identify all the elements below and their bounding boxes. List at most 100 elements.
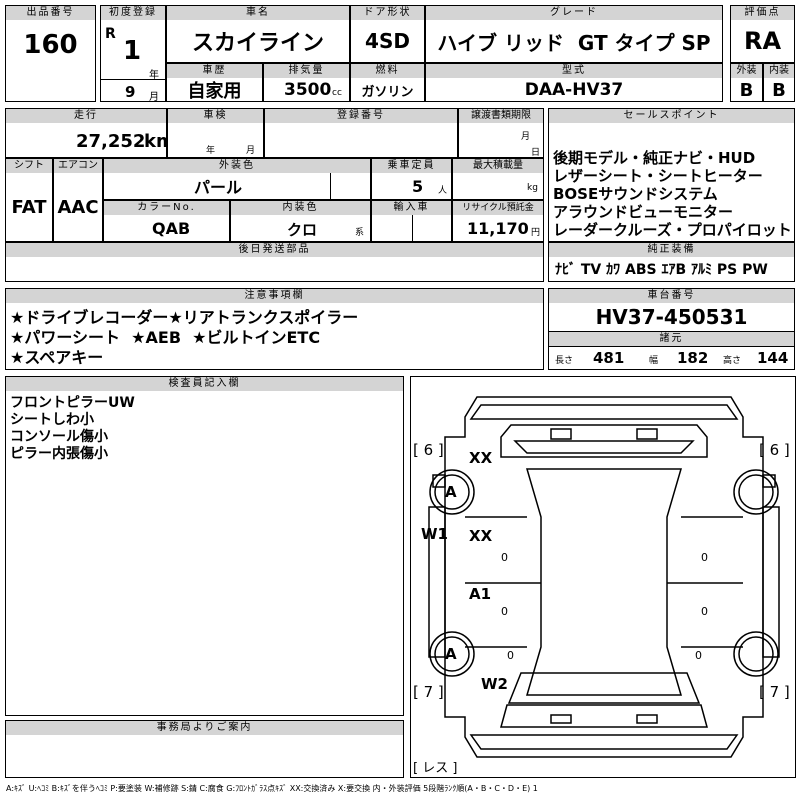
- sales-line: 後期モデル・純正ナビ・HUD: [553, 149, 756, 167]
- chassis-value: HV37-450531: [595, 305, 748, 329]
- int-label: 内装: [764, 64, 794, 78]
- inspection-year: 年: [206, 146, 216, 156]
- colorno-label: カラーNo.: [104, 201, 229, 215]
- rear-bumper: [469, 734, 739, 750]
- caution-cell: 注意事項欄 ★ドライブレコーダー★リアトランクスポイラー ★パワーシート ★AE…: [5, 288, 544, 370]
- wheel-rear-left: [429, 631, 475, 677]
- score-label: 評価点: [731, 6, 794, 20]
- equipment-value: ﾅﾋﾞ TV ｶﾜ ABS ｴｱB ｱﾙﾐ PS PW: [555, 262, 768, 278]
- lot-value: 160: [23, 30, 78, 60]
- history-label: 車歴: [167, 64, 262, 78]
- left-mirror: [432, 474, 446, 488]
- height-label: 高さ: [723, 356, 742, 366]
- shift-cell: シフト FAT: [5, 158, 53, 242]
- grade-value: ハイブ リッド GT タイプ SP: [437, 30, 711, 55]
- door-cell: ドア形状 4SD: [350, 5, 425, 63]
- roof: [526, 468, 682, 696]
- inspector-line: シートしわ小: [10, 412, 94, 428]
- regno-label: 登録番号: [265, 109, 457, 123]
- zero-mark: 0: [501, 551, 508, 564]
- door-label: ドア形状: [351, 6, 424, 20]
- inspection-label: 車検: [168, 109, 263, 123]
- equipment-cell: 純正装備 ﾅﾋﾞ TV ｶﾜ ABS ｴｱB ｱﾙﾐ PS PW: [548, 242, 795, 282]
- load-unit: kg: [527, 183, 538, 193]
- int-value: B: [772, 79, 786, 101]
- damage-mark: A: [445, 645, 457, 663]
- capacity-label: 乗車定員: [372, 159, 451, 173]
- era-value: R: [105, 26, 116, 42]
- dims-label: 諸元: [549, 331, 794, 347]
- load-cell: 最大積載量 kg: [452, 158, 544, 200]
- fuel-value: ガソリン: [361, 84, 414, 100]
- car-body-outline: [444, 396, 764, 758]
- office-label: 事務局よりご案内: [6, 721, 403, 735]
- inspector-label: 検査員記入欄: [6, 377, 403, 391]
- capacity-value: 5: [412, 177, 424, 196]
- score-cell: 評価点 RA: [730, 5, 795, 63]
- score-value: RA: [743, 27, 782, 55]
- reg-label: 初度登録: [101, 6, 165, 20]
- width-value: 182: [677, 349, 709, 367]
- interior-value: クロ: [287, 221, 318, 239]
- ext-label: 外装: [731, 64, 762, 78]
- displacement-label: 排気量: [264, 64, 349, 78]
- fuel-label: 燃料: [351, 64, 424, 78]
- zero-mark: 0: [701, 605, 708, 618]
- model-value: DAA-HV37: [524, 80, 624, 100]
- zero-mark: 0: [507, 649, 514, 662]
- left-side-panel: [428, 506, 446, 658]
- caution-line: ★ドライブレコーダー★リアトランクスポイラー: [10, 308, 359, 327]
- windshield: [513, 440, 695, 454]
- damage-mark: A1: [469, 585, 492, 603]
- displacement-cell: 排気量 3500 cc: [263, 63, 350, 102]
- fuel-cell: 燃料 ガソリン: [350, 63, 425, 102]
- history-value: 自家用: [187, 81, 242, 102]
- car-outline-svg: [428, 396, 780, 758]
- equipment-label: 純正装備: [549, 243, 794, 257]
- ac-value: AAC: [57, 196, 99, 218]
- tire-tread-rl: [ 7 ]: [413, 683, 444, 701]
- width-label: 幅: [649, 356, 659, 366]
- interior-unit: 系: [355, 228, 365, 238]
- model-label: 型式: [426, 64, 722, 78]
- sales-line: レザーシート・シートヒーター: [553, 167, 763, 185]
- lot-cell: 出品番号 160: [5, 5, 96, 102]
- deadline-label: 譲渡書類期限: [459, 109, 543, 123]
- mileage-cell: 走行 27,252 km: [5, 108, 167, 158]
- mileage-label: 走行: [6, 109, 166, 123]
- zero-mark: 0: [501, 605, 508, 618]
- displacement-unit: cc: [332, 88, 342, 98]
- deadline-cell: 譲渡書類期限 月 日: [458, 108, 544, 158]
- sales-line: アラウンドビューモニター: [553, 203, 734, 221]
- colorno-value: QAB: [152, 218, 191, 238]
- chassis-cell: 車台番号 HV37-450531 諸元 長さ 481 幅 182 高さ 144: [548, 288, 795, 370]
- damage-mark: XX: [469, 449, 493, 467]
- color-cell: 外装色 パール: [103, 158, 371, 200]
- grade-cell: グレード ハイブ リッド GT タイプ SP: [425, 5, 723, 63]
- int-cell: 内装 B: [763, 63, 795, 102]
- inspection-cell: 車検 年 月: [167, 108, 264, 158]
- import-label: 輸入車: [372, 201, 451, 215]
- chassis-label: 車台番号: [549, 289, 794, 303]
- car-diagram: [ 6 ] [ 6 ] [ 7 ] [ 7 ] [ レス ] XX A W1 X…: [410, 376, 796, 778]
- caution-label: 注意事項欄: [6, 289, 543, 303]
- name-value: スカイライン: [191, 31, 324, 56]
- zero-mark: 0: [695, 649, 702, 662]
- recycle-label: リサイクル預託金: [453, 201, 543, 215]
- hood: [500, 424, 708, 458]
- right-side-panel: [762, 506, 780, 658]
- tire-tread-fl: [ 6 ]: [413, 441, 444, 459]
- recycle-value: 11,170: [467, 219, 529, 238]
- grade-label: グレード: [426, 6, 722, 20]
- sales-line: BOSEサウンドシステム: [553, 185, 718, 203]
- inspector-line: ピラー内張傷小: [10, 446, 108, 462]
- regno-cell: 登録番号: [264, 108, 458, 158]
- wheel-front-left: [429, 469, 475, 515]
- color-label: 外装色: [104, 159, 370, 173]
- legend: A:ｷｽﾞ U:ﾍｺﾐ B:ｷｽﾞを伴うﾍｺﾐ P:要塗装 W:補修跡 S:錆 …: [6, 784, 538, 793]
- recycle-unit: 円: [531, 228, 541, 238]
- sales-points-cell: セールスポイント 後期モデル・純正ナビ・HUD レザーシート・シートヒーター B…: [548, 108, 795, 242]
- caution-line: ★スペアキー: [10, 348, 104, 367]
- ext-cell: 外装 B: [730, 63, 763, 102]
- colorno-cell: カラーNo. QAB: [103, 200, 230, 242]
